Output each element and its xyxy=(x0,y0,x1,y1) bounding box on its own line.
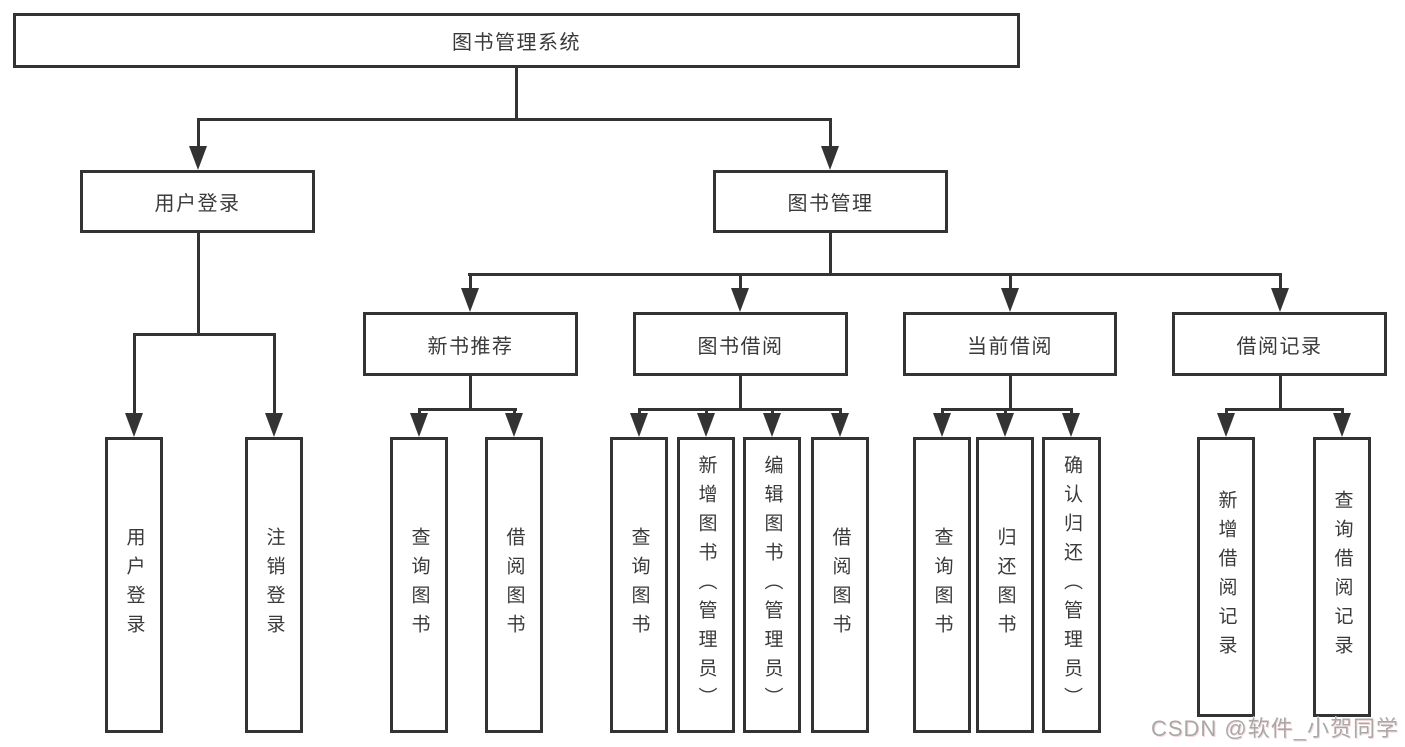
leaf-box-borrow-books-recommend: 借阅图书 xyxy=(485,437,543,733)
arrowhead-book-management xyxy=(821,146,839,170)
leaf-label-borrow-books: 借阅图书 xyxy=(829,527,851,643)
node-label-root: 图书管理系统 xyxy=(452,32,581,54)
arrowhead-leaf-query-books-borrow xyxy=(630,413,648,437)
arrowhead-leaf-borrow-books-recommend xyxy=(505,413,523,437)
arrowhead-leaf-return-books xyxy=(996,413,1014,437)
arrowhead-leaf-edit-books xyxy=(763,413,781,437)
arrowhead-current-borrow xyxy=(1001,288,1019,312)
arrowhead-leaf-confirm-return xyxy=(1062,413,1080,437)
arrowhead-new-book-recommend xyxy=(461,288,479,312)
connector-book-borrow-stem xyxy=(739,376,742,408)
connector-user-login-bar xyxy=(133,333,275,336)
connector-book-borrow-bar xyxy=(638,408,842,411)
arrowhead-leaf-add-books xyxy=(697,413,715,437)
leaf-label-edit-books-admin: 编辑图书（管理员） xyxy=(761,454,783,716)
arrowhead-leaf-borrow-books xyxy=(831,413,849,437)
leaf-label-query-books-recommend: 查询图书 xyxy=(408,527,430,643)
leaf-box-query-books-borrow: 查询图书 xyxy=(610,437,668,733)
node-box-book-management: 图书管理 xyxy=(713,170,948,233)
leaf-label-logout: 注销登录 xyxy=(263,527,285,643)
connector-current-borrow-drop xyxy=(1009,273,1012,291)
connector-user-login-drop xyxy=(197,118,200,150)
leaf-label-add-books-admin: 新增图书（管理员） xyxy=(695,454,717,716)
leaf-box-query-books-recommend: 查询图书 xyxy=(390,437,448,733)
connector-current-borrow-stem xyxy=(1009,376,1012,408)
leaf-box-logout: 注销登录 xyxy=(245,437,303,733)
connector-root-stem xyxy=(515,68,518,118)
arrowhead-leaf-logout xyxy=(265,413,283,437)
leaf-box-edit-books-admin: 编辑图书（管理员） xyxy=(743,437,801,733)
connector-level2-bar xyxy=(197,118,832,121)
leaf-box-confirm-return-admin: 确认归还（管理员） xyxy=(1042,437,1101,733)
connector-new-book-stem xyxy=(469,376,472,408)
leaf-box-add-borrow-record: 新增借阅记录 xyxy=(1197,437,1255,717)
connector-leaf-logout-drop xyxy=(273,333,276,415)
connector-user-login-stem xyxy=(197,233,200,333)
arrowhead-leaf-query-books-recommend xyxy=(410,413,428,437)
node-box-borrow-records: 借阅记录 xyxy=(1172,312,1387,376)
arrowhead-borrow-records xyxy=(1271,288,1289,312)
connector-borrow-records-drop xyxy=(1279,273,1282,291)
connector-new-book-drop xyxy=(469,273,472,291)
node-label-borrow-records: 借阅记录 xyxy=(1236,335,1323,358)
leaf-label-query-books-borrow: 查询图书 xyxy=(628,527,650,643)
leaf-box-borrow-books: 借阅图书 xyxy=(811,437,869,733)
leaf-label-return-books: 归还图书 xyxy=(994,527,1016,643)
node-label-book-management: 图书管理 xyxy=(787,193,874,215)
leaf-label-query-books-current: 查询图书 xyxy=(931,527,953,643)
leaf-label-confirm-return-admin: 确认归还（管理员） xyxy=(1061,454,1082,716)
connector-book-borrow-drop xyxy=(739,273,742,291)
leaf-box-query-borrow-record: 查询借阅记录 xyxy=(1313,437,1371,717)
connector-borrow-records-stem xyxy=(1279,376,1282,408)
node-label-user-login: 用户登录 xyxy=(154,193,241,215)
node-label-new-book-recommend: 新书推荐 xyxy=(427,335,514,358)
node-box-new-book-recommend: 新书推荐 xyxy=(363,312,578,376)
leaf-box-query-books-current: 查询图书 xyxy=(913,437,971,733)
arrowhead-leaf-query-books-current xyxy=(933,413,951,437)
connector-borrow-records-bar xyxy=(1225,408,1344,411)
node-box-current-borrow: 当前借阅 xyxy=(903,312,1117,376)
node-box-book-borrow: 图书借阅 xyxy=(633,312,848,376)
connector-book-management-stem xyxy=(829,233,832,273)
arrowhead-leaf-query-borrow-record xyxy=(1333,413,1351,437)
arrowhead-leaf-user-login xyxy=(125,413,143,437)
csdn-watermark: CSDN @软件_小贺同学 xyxy=(1150,716,1399,741)
node-box-root: 图书管理系统 xyxy=(13,13,1020,68)
connector-leaf-user-login-drop xyxy=(133,333,136,415)
arrowhead-book-borrow xyxy=(731,288,749,312)
node-box-user-login: 用户登录 xyxy=(80,170,315,233)
connector-book-management-drop xyxy=(829,118,832,150)
connector-new-book-bar xyxy=(418,408,517,411)
connector-current-borrow-bar xyxy=(941,408,1073,411)
node-label-book-borrow: 图书借阅 xyxy=(697,335,784,358)
leaf-box-add-books-admin: 新增图书（管理员） xyxy=(677,437,735,733)
node-label-current-borrow: 当前借阅 xyxy=(967,335,1053,358)
arrowhead-leaf-add-borrow-record xyxy=(1217,413,1235,437)
leaf-label-borrow-books-recommend: 借阅图书 xyxy=(503,527,525,643)
leaf-label-add-borrow-record: 新增借阅记录 xyxy=(1215,490,1237,664)
connector-level3-bar xyxy=(468,273,1281,276)
arrowhead-user-login xyxy=(189,146,207,170)
leaf-label-query-borrow-record: 查询借阅记录 xyxy=(1331,490,1353,664)
leaf-box-return-books: 归还图书 xyxy=(976,437,1034,733)
leaf-box-user-login: 用户登录 xyxy=(105,437,163,733)
leaf-label-user-login: 用户登录 xyxy=(123,527,145,643)
